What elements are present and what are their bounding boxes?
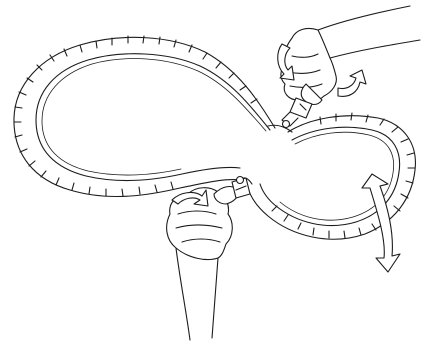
band-left-outer-edge — [14, 37, 275, 196]
band-left-serrations — [14, 36, 257, 196]
lower-hand — [167, 187, 239, 340]
upper-right-arrow — [338, 70, 366, 96]
band-left-inner-line — [42, 59, 266, 176]
